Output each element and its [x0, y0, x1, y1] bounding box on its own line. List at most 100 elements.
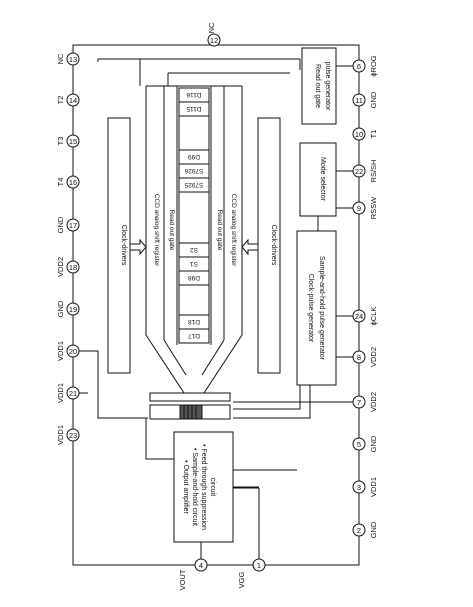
cell-d115: D115 — [179, 105, 209, 117]
svg-text:VDD1: VDD1 — [56, 383, 65, 403]
clock-pulse-generator: Clock-pulse generator Sample-and-hold pu… — [296, 230, 337, 386]
pin-19: 19 GND — [56, 300, 80, 317]
svg-text:GND: GND — [369, 91, 378, 108]
svg-text:• Sample-and-hold circuit: • Sample-and-hold circuit — [191, 448, 198, 526]
svg-text:D116: D116 — [186, 91, 201, 98]
cell-s7926: S7926 — [179, 167, 209, 179]
svg-text:D17: D17 — [188, 332, 200, 339]
svg-text:GND: GND — [369, 521, 378, 538]
pin-24: 24 ϕCLK — [352, 307, 378, 326]
cell-s2: S2 — [179, 242, 209, 258]
svg-text:pulse generator: pulse generator — [324, 62, 331, 111]
pin-8: 8 VDD2 — [352, 347, 378, 367]
clock-drivers-right: Clock-drivers — [257, 117, 281, 374]
pin-group-left: 13 NC 14 T2 15 T3 16 T4 17 GND 18 VDD2 — [56, 52, 80, 445]
svg-text:Clock-pulse generator: Clock-pulse generator — [307, 274, 314, 343]
svg-text:19: 19 — [69, 305, 77, 314]
svg-text:9: 9 — [357, 204, 361, 213]
sensor-cells: D116 D115 D99 S7926 S7925 S2 S1 — [178, 87, 210, 344]
svg-text:ϕCLK: ϕCLK — [369, 307, 378, 326]
svg-text:Clock-drivers: Clock-drivers — [120, 225, 127, 266]
svg-text:Clock-drivers: Clock-drivers — [270, 225, 277, 266]
pin-3: 3 VDD1 — [352, 477, 378, 497]
svg-text:3: 3 — [357, 483, 361, 492]
pin-7: 7 VDD2 — [352, 392, 378, 412]
read-out-gate-pulse-generator: Read out gate pulse generator — [301, 47, 337, 125]
mode-selector: Mode selector — [299, 142, 337, 217]
pin-23: 23 VDD1 — [56, 425, 80, 445]
pin-6: 6 ϕROG — [352, 55, 378, 77]
cell-d99: D99 — [179, 149, 209, 165]
svg-text:RS/SH: RS/SH — [369, 160, 378, 183]
svg-text:VOUT: VOUT — [178, 569, 187, 590]
cell-d18: D18 — [179, 314, 209, 330]
svg-text:GND: GND — [369, 435, 378, 452]
cell-s1: S1 — [179, 260, 209, 272]
clock-drivers-left: Clock-drivers — [107, 117, 131, 374]
cell-d98: D98 — [179, 274, 209, 286]
svg-text:10: 10 — [355, 130, 363, 139]
svg-text:11: 11 — [355, 96, 363, 105]
pin-12: 12 NC — [207, 22, 221, 47]
svg-text:D99: D99 — [188, 153, 200, 160]
svg-text:VDD2: VDD2 — [56, 257, 65, 277]
svg-text:Sample-and-hold pulse generato: Sample-and-hold pulse generator — [318, 256, 325, 361]
svg-text:1: 1 — [257, 561, 261, 570]
svg-text:VDD2: VDD2 — [369, 347, 378, 367]
svg-text:CCD analog shift register: CCD analog shift register — [230, 194, 237, 267]
clock-driver-arrows — [129, 238, 259, 256]
svg-text:VDD1: VDD1 — [56, 425, 65, 445]
svg-text:T1: T1 — [369, 130, 378, 139]
svg-text:21: 21 — [69, 389, 77, 398]
pin-14: 14 T2 — [56, 93, 80, 107]
svg-text:NC: NC — [207, 22, 216, 33]
svg-text:S1: S1 — [190, 260, 198, 267]
pin-group-right: 6 ϕROG 11 GND 10 T1 22 RS/SH 9 RSSW 24 ϕ… — [352, 55, 378, 538]
pin-16: 16 T4 — [56, 175, 80, 189]
pin-13: 13 NC — [56, 52, 80, 66]
pin-20: 20 VDD1 — [56, 341, 80, 361]
svg-text:T4: T4 — [56, 178, 65, 187]
pin-10: 10 T1 — [352, 127, 378, 141]
pin-9: 9 RSSW — [352, 196, 378, 219]
svg-text:22: 22 — [355, 167, 363, 176]
svg-text:Read out gate: Read out gate — [314, 64, 321, 108]
pin-18: 18 VDD2 — [56, 257, 80, 277]
svg-text:8: 8 — [357, 353, 361, 362]
svg-text:12: 12 — [210, 36, 218, 45]
pin-group-bottom: 4 VOUT 1 VGG — [178, 558, 266, 590]
svg-text:VGG: VGG — [237, 571, 246, 588]
pin-1: 1 VGG — [237, 558, 266, 588]
pin-21: 21 VDD1 — [56, 383, 80, 403]
svg-text:S7925: S7925 — [184, 181, 203, 188]
svg-text:7: 7 — [357, 398, 361, 407]
output-amplifier-block: • Output amplifier • Sample-and-hold cir… — [173, 431, 234, 543]
pin-15: 15 T3 — [56, 134, 80, 148]
svg-text:18: 18 — [69, 263, 77, 272]
svg-text:16: 16 — [69, 178, 77, 187]
svg-text:VDD2: VDD2 — [369, 392, 378, 412]
svg-text:Mode selector: Mode selector — [319, 157, 326, 202]
pin-22: 22 RS/SH — [352, 160, 378, 183]
svg-text:15: 15 — [69, 137, 77, 146]
svg-text:D115: D115 — [186, 105, 201, 112]
svg-text:GND: GND — [56, 300, 65, 317]
svg-text:T2: T2 — [56, 96, 65, 105]
svg-text:24: 24 — [355, 312, 363, 321]
svg-text:2: 2 — [357, 526, 361, 535]
pin-4: 4 VOUT — [178, 558, 208, 590]
pin-17: 17 GND — [56, 216, 80, 233]
svg-text:D98: D98 — [188, 274, 200, 281]
svg-text:6: 6 — [357, 62, 361, 71]
svg-text:S2: S2 — [190, 246, 198, 253]
pin-5: 5 GND — [352, 435, 378, 452]
svg-text:CCD analog shift register: CCD analog shift register — [153, 194, 160, 267]
svg-text:S7926: S7926 — [184, 167, 203, 174]
svg-text:D18: D18 — [188, 318, 200, 325]
svg-text:VDD1: VDD1 — [369, 477, 378, 497]
cell-d116: D116 — [179, 91, 209, 103]
svg-text:Read out gate: Read out gate — [216, 210, 223, 251]
cell-s7925: S7925 — [179, 181, 209, 193]
svg-text:13: 13 — [69, 55, 77, 64]
